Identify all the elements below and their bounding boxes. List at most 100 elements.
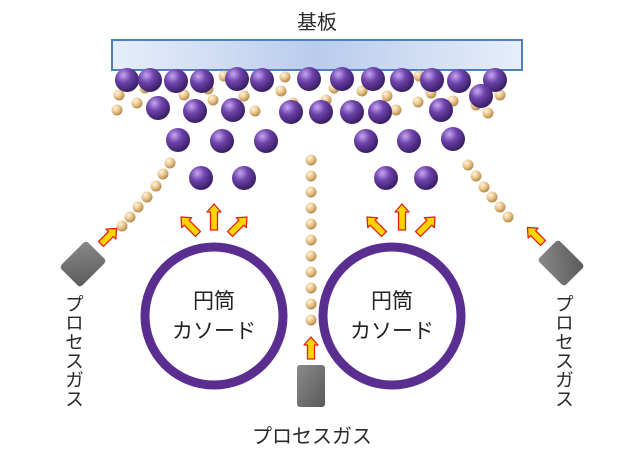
gas-particle [238,90,250,102]
gas-left-label: プロセスガス [62,294,84,408]
gas-center-label: プロセスガス [252,424,372,448]
gas-particle [157,168,169,180]
gas-particle [494,201,506,213]
ejection-arrow [226,216,248,238]
sputtered-particle [279,100,303,124]
gas-particle [412,96,424,108]
sputtered-particle [232,166,256,190]
gas-particle [164,157,176,169]
sputtered-particle [414,166,438,190]
sputtered-particle [354,129,378,153]
gas-particle [305,298,317,310]
sputtered-particle [146,96,170,120]
cathode-right-line2: カソード [350,319,434,343]
gas-particle [305,202,317,214]
sputtered-particle [164,69,188,93]
sputtered-particle [469,84,493,108]
sputtered-particle [309,100,333,124]
sputtered-particle [397,129,421,153]
sputtered-particle [368,100,392,124]
sputtered-particle [189,166,213,190]
sputtered-particle [250,68,274,92]
sputtered-particle [221,98,245,122]
ejection-arrow [206,203,222,231]
gas-particle [305,314,317,326]
gas-particle [178,89,190,101]
gas-particle [275,85,287,97]
sputtered-particle [483,68,507,92]
cathode-left-line1: 円筒 [193,289,235,313]
substrate [111,39,523,71]
sputtered-particle [254,129,278,153]
cathode-left-label: 円筒 カソード [164,286,264,346]
gas-particle [305,250,317,262]
ejection-arrows [97,203,547,360]
gas-particle [305,234,317,246]
gas-particle [279,71,291,83]
substrate-label: 基板 [297,10,337,34]
gas-particle [132,201,144,213]
gas-right-label: プロセスガス [552,294,574,408]
gas-inlet-center [297,365,325,407]
gas-particle [462,159,474,171]
gas-particle [305,170,317,182]
sputtered-particle [297,67,321,91]
gas-particle [305,154,317,166]
gas-particle [390,104,402,116]
ejection-arrow [97,227,118,248]
gas-particle [207,94,219,106]
sputtered-particle [210,129,234,153]
gas-particle [141,191,153,203]
ejection-arrow [366,216,388,238]
gas-particle [494,89,506,101]
cathode-left-line2: カソード [172,319,256,343]
gas-inlet-left [60,241,106,287]
gas-particle [305,282,317,294]
gas-particle [381,90,393,102]
sputtered-particle [166,128,190,152]
gas-particle [478,181,490,193]
gas-inlet-right [538,240,584,286]
cathode-right-ring [318,242,466,390]
gas-particle [124,211,136,223]
sputtered-particle [225,67,249,91]
cathode-left-ring [140,242,288,390]
gas-particle [470,170,482,182]
gas-particle [486,191,498,203]
gas-particle [356,85,368,97]
sputtered-particle [138,68,162,92]
sputtered-particle [441,127,465,151]
gas-particle [305,186,317,198]
gas-particle [305,218,317,230]
ejection-arrow [526,226,547,247]
ejection-arrow [303,336,319,360]
ejection-arrow [414,216,436,238]
sputtered-particle [361,67,385,91]
sputtered-particle [330,67,354,91]
gas-particle [111,104,123,116]
sputtered-particle [390,68,414,92]
gas-particle [116,220,128,232]
sputtered-particle [115,68,139,92]
gas-particle [482,107,494,119]
sputtered-particle [374,166,398,190]
cathode-right-label: 円筒 カソード [342,286,442,346]
sputtered-particle [190,69,214,93]
gas-particle [131,97,143,109]
sputtered-particles [115,67,507,190]
sputtered-particle [429,98,453,122]
ejection-arrow [394,203,410,231]
gas-particle [502,211,514,223]
gas-particle [305,266,317,278]
gas-particle [150,180,162,192]
ejection-arrow [180,216,202,238]
sputtered-particle [420,68,444,92]
gas-particle [113,89,125,101]
gas-particle [249,105,261,117]
cathode-right-line1: 円筒 [371,289,413,313]
sputtered-particle [183,99,207,123]
sputtered-particle [340,100,364,124]
sputtered-particle [447,69,471,93]
